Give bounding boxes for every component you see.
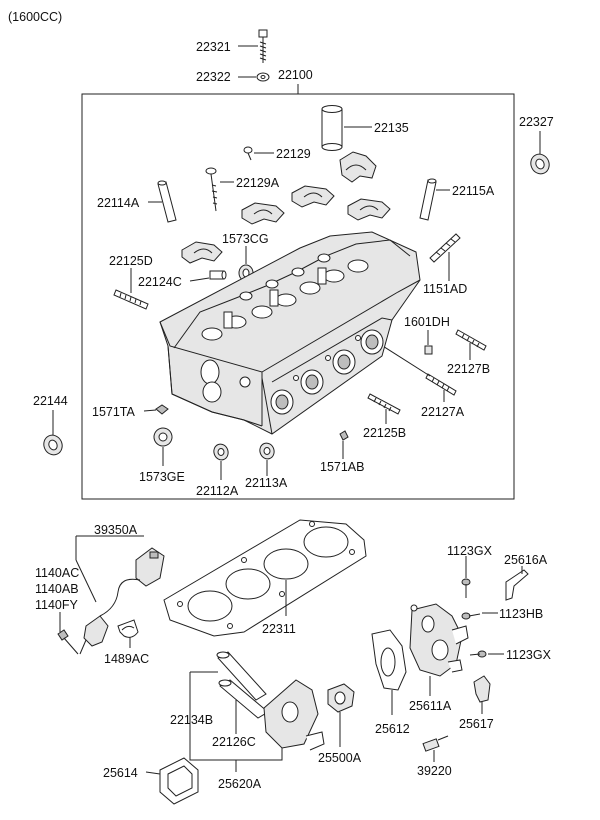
label-22144: 22144 bbox=[33, 394, 68, 408]
label-1123GX-bottom: 1123GX bbox=[506, 648, 552, 662]
label-22127B: 22127B bbox=[447, 362, 490, 376]
seal-22113A-icon[interactable] bbox=[258, 441, 277, 461]
label-1601DH: 1601DH bbox=[404, 315, 450, 329]
clip-1489AC-icon[interactable] bbox=[117, 619, 139, 638]
label-22115A: 22115A bbox=[452, 184, 495, 198]
stud-22127A-icon[interactable] bbox=[425, 373, 457, 396]
leader-1571TA bbox=[143, 409, 157, 412]
camshaft-bearing-caps[interactable] bbox=[181, 151, 391, 264]
label-25612: 25612 bbox=[375, 722, 410, 736]
label-22129: 22129 bbox=[276, 147, 311, 161]
gasket-25614-icon[interactable] bbox=[159, 757, 199, 805]
dowel-22115A-icon[interactable] bbox=[419, 178, 437, 221]
seal-1573GE-icon[interactable] bbox=[151, 425, 174, 448]
label-22125B: 22125B bbox=[363, 426, 406, 440]
bolt-1123GX-bottom-icon[interactable] bbox=[469, 650, 487, 658]
seal-22144-icon[interactable] bbox=[41, 432, 66, 458]
label-22126C: 22126C bbox=[212, 735, 256, 749]
variant-label: (1600CC) bbox=[8, 10, 62, 24]
bolt-22129-icon[interactable] bbox=[243, 146, 253, 161]
plug-1601DH-icon[interactable] bbox=[424, 345, 433, 355]
tube-22135-icon[interactable] bbox=[321, 105, 343, 151]
bolt-1140-icon[interactable] bbox=[57, 629, 79, 655]
bracket-25617-icon[interactable] bbox=[473, 675, 491, 703]
label-25611A: 25611A bbox=[409, 699, 452, 713]
bolt-22129A-icon[interactable] bbox=[205, 167, 218, 212]
label-25620A: 25620A bbox=[218, 777, 262, 791]
label-22112A: 22112A bbox=[196, 484, 239, 498]
label-1151AD: 1151AD bbox=[423, 282, 467, 296]
label-25617: 25617 bbox=[459, 717, 494, 731]
label-39350A: 39350A bbox=[94, 523, 138, 537]
washer-22322-icon[interactable] bbox=[256, 72, 270, 82]
label-22114A: 22114A bbox=[97, 196, 140, 210]
stud-22125D-icon[interactable] bbox=[113, 289, 149, 310]
label-22129A: 22129A bbox=[236, 176, 280, 190]
water-pipe-assembly-25620A[interactable] bbox=[216, 651, 325, 751]
label-22134B: 22134B bbox=[170, 713, 213, 727]
leader-39350A-sensor bbox=[75, 559, 97, 603]
thermostat-25500A-icon[interactable] bbox=[327, 683, 355, 713]
label-22100: 22100 bbox=[278, 68, 313, 82]
seal-22112A-icon[interactable] bbox=[212, 442, 231, 462]
label-22327: 22327 bbox=[519, 115, 554, 129]
label-25614: 25614 bbox=[103, 766, 138, 780]
label-1140FY: 1140FY bbox=[35, 598, 79, 612]
label-39220: 39220 bbox=[417, 764, 452, 778]
pin-22124C-icon[interactable] bbox=[209, 270, 227, 280]
label-1573CG: 1573CG bbox=[222, 232, 269, 246]
label-25616A: 25616A bbox=[504, 553, 548, 567]
label-1571TA: 1571TA bbox=[92, 405, 136, 419]
label-1140AC: 1140AC bbox=[35, 566, 79, 580]
sensor-39220-icon[interactable] bbox=[422, 735, 449, 752]
label-1571AB: 1571AB bbox=[320, 460, 364, 474]
dowel-22114A-icon[interactable] bbox=[157, 180, 177, 223]
label-1140AB: 1140AB bbox=[35, 582, 79, 596]
label-1489AC: 1489AC bbox=[104, 652, 149, 666]
sensor-39350A-icon[interactable] bbox=[79, 547, 165, 655]
label-22322: 22322 bbox=[196, 70, 231, 84]
housing-25611A-icon[interactable] bbox=[409, 603, 469, 677]
gasket-22311-icon[interactable] bbox=[163, 519, 367, 637]
label-22125D: 22125D bbox=[109, 254, 153, 268]
label-22135: 22135 bbox=[374, 121, 409, 135]
plug-1571TA-icon[interactable] bbox=[155, 404, 169, 415]
bracket-25616A-icon[interactable] bbox=[505, 569, 529, 601]
stud-1151AD-icon[interactable] bbox=[429, 233, 461, 263]
label-1573GE: 1573GE bbox=[139, 470, 185, 484]
seal-22327-icon[interactable] bbox=[528, 151, 553, 177]
label-22321: 22321 bbox=[196, 40, 231, 54]
label-22124C: 22124C bbox=[138, 275, 182, 289]
label-1123HB: 1123HB bbox=[499, 607, 543, 621]
label-25500A: 25500A bbox=[318, 751, 362, 765]
bolt-1123HB-icon[interactable] bbox=[461, 612, 481, 620]
cylinder-head-22100[interactable] bbox=[159, 231, 421, 435]
leader-25614 bbox=[145, 771, 161, 775]
plug-1571AB-icon[interactable] bbox=[339, 430, 349, 441]
leader-22124C bbox=[189, 277, 210, 282]
label-22127A: 22127A bbox=[421, 405, 465, 419]
label-22311: 22311 bbox=[262, 622, 296, 636]
leader-22127A-to-head bbox=[377, 342, 431, 377]
stud-22125B-icon[interactable] bbox=[367, 393, 401, 415]
stud-22127B-icon[interactable] bbox=[455, 329, 487, 351]
bolt-1123GX-top-icon[interactable] bbox=[461, 578, 471, 598]
label-1123GX-top: 1123GX bbox=[447, 544, 493, 558]
gasket-25612-icon[interactable] bbox=[371, 629, 407, 691]
label-22113A: 22113A bbox=[245, 476, 288, 490]
bolt-22321-icon[interactable] bbox=[258, 29, 268, 63]
